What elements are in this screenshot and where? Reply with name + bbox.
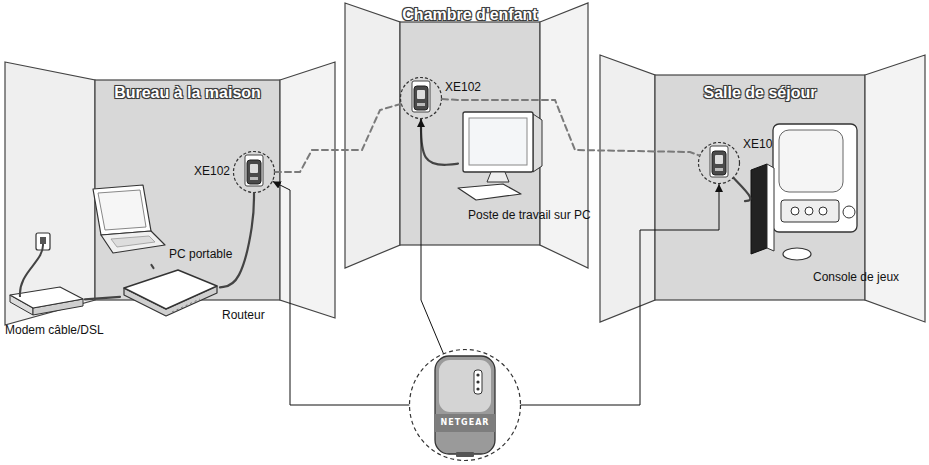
device-label: Routeur	[222, 308, 292, 322]
side-wall	[5, 62, 95, 325]
laptop-screen	[98, 190, 146, 230]
tv-speaker	[843, 206, 855, 218]
router-top	[124, 270, 217, 309]
node-outline	[5, 285, 85, 320]
adapter-vent	[250, 177, 258, 180]
node-outline	[408, 348, 522, 462]
tv-body	[773, 124, 857, 232]
node-outline	[745, 120, 860, 270]
tv-screen	[779, 130, 843, 192]
device-label: Console de jeux	[813, 270, 923, 284]
room-title: Bureau à la maison	[95, 83, 280, 103]
zoom-circle	[410, 350, 521, 461]
desktop-pc: Poste de travail sur PC	[458, 108, 548, 203]
zoom-callout: NETGEAR	[408, 348, 522, 462]
adapter-body	[435, 356, 495, 454]
wall-outlet	[710, 146, 728, 177]
router-device: Routeur	[120, 268, 220, 318]
monitor-frame	[463, 112, 533, 172]
room-title: Chambre d'enfant	[400, 5, 540, 25]
modem-top	[10, 287, 83, 308]
room-panel: Bureau à la maisonXE102PC portableModem …	[0, 55, 340, 340]
side-wall	[345, 3, 400, 268]
led	[476, 380, 479, 383]
game-controller	[783, 248, 811, 260]
adapter-top	[439, 360, 491, 412]
tv-button	[805, 207, 813, 215]
adapter-body	[712, 151, 726, 175]
device-label: XE102	[184, 164, 230, 178]
back-wall	[655, 75, 865, 300]
tv-button	[791, 207, 799, 215]
node-outline	[85, 185, 165, 265]
wall-outlet	[412, 81, 430, 112]
adapter-vent	[715, 168, 723, 171]
side-wall	[600, 55, 655, 322]
laptop-lid	[93, 185, 151, 235]
side-wall	[280, 62, 335, 318]
device-label: PC portable	[169, 247, 259, 261]
room-panel: Salle de séjourXE102Console de jeux	[597, 50, 929, 330]
brand-band	[435, 414, 495, 432]
adapter-vent	[417, 103, 425, 106]
powerline-adapter: XE102	[232, 150, 276, 194]
wall-outlet	[245, 155, 263, 186]
callout-circle	[234, 152, 275, 193]
adapter-face	[250, 164, 258, 173]
node-outline	[697, 141, 741, 185]
tv-panel	[781, 200, 839, 222]
laptop-base	[101, 231, 165, 253]
game-console: Console de jeux	[745, 120, 860, 270]
adapter-face	[715, 155, 723, 164]
console-body	[751, 164, 767, 254]
adapter-body	[247, 160, 261, 184]
led-strip	[474, 370, 482, 394]
device-label: XE102	[445, 80, 491, 94]
room-panel: Chambre d'enfantXE102Poste de travail su…	[342, 0, 590, 272]
device-label: Modem câble/DSL	[5, 323, 135, 337]
modem-device: Modem câble/DSL	[5, 285, 85, 320]
side-wall	[540, 3, 588, 268]
powerline-adapter: XE102	[697, 141, 741, 185]
powerline-adapter: XE102	[399, 76, 443, 120]
monitor-screen	[469, 118, 527, 165]
console-front	[767, 164, 774, 251]
adapter-body	[414, 86, 428, 110]
led	[476, 373, 479, 376]
brand-label: NETGEAR	[435, 417, 495, 429]
node-outline	[232, 150, 276, 194]
laptop-device: PC portable	[85, 185, 165, 265]
monitor-back	[533, 114, 542, 172]
router-leds	[172, 299, 200, 312]
room-title: Salle de séjour	[655, 83, 865, 103]
tv-button	[819, 207, 827, 215]
callout-circle	[699, 143, 740, 184]
laptop-keys	[111, 236, 155, 247]
node-outline	[399, 76, 443, 120]
adapter-foot	[456, 452, 474, 457]
led	[476, 387, 479, 390]
node-outline	[120, 268, 220, 318]
callout-circle	[401, 78, 442, 119]
keyboard	[458, 184, 521, 200]
adapter-face	[417, 90, 425, 99]
monitor-stand	[487, 172, 509, 182]
node-outline	[458, 108, 548, 203]
